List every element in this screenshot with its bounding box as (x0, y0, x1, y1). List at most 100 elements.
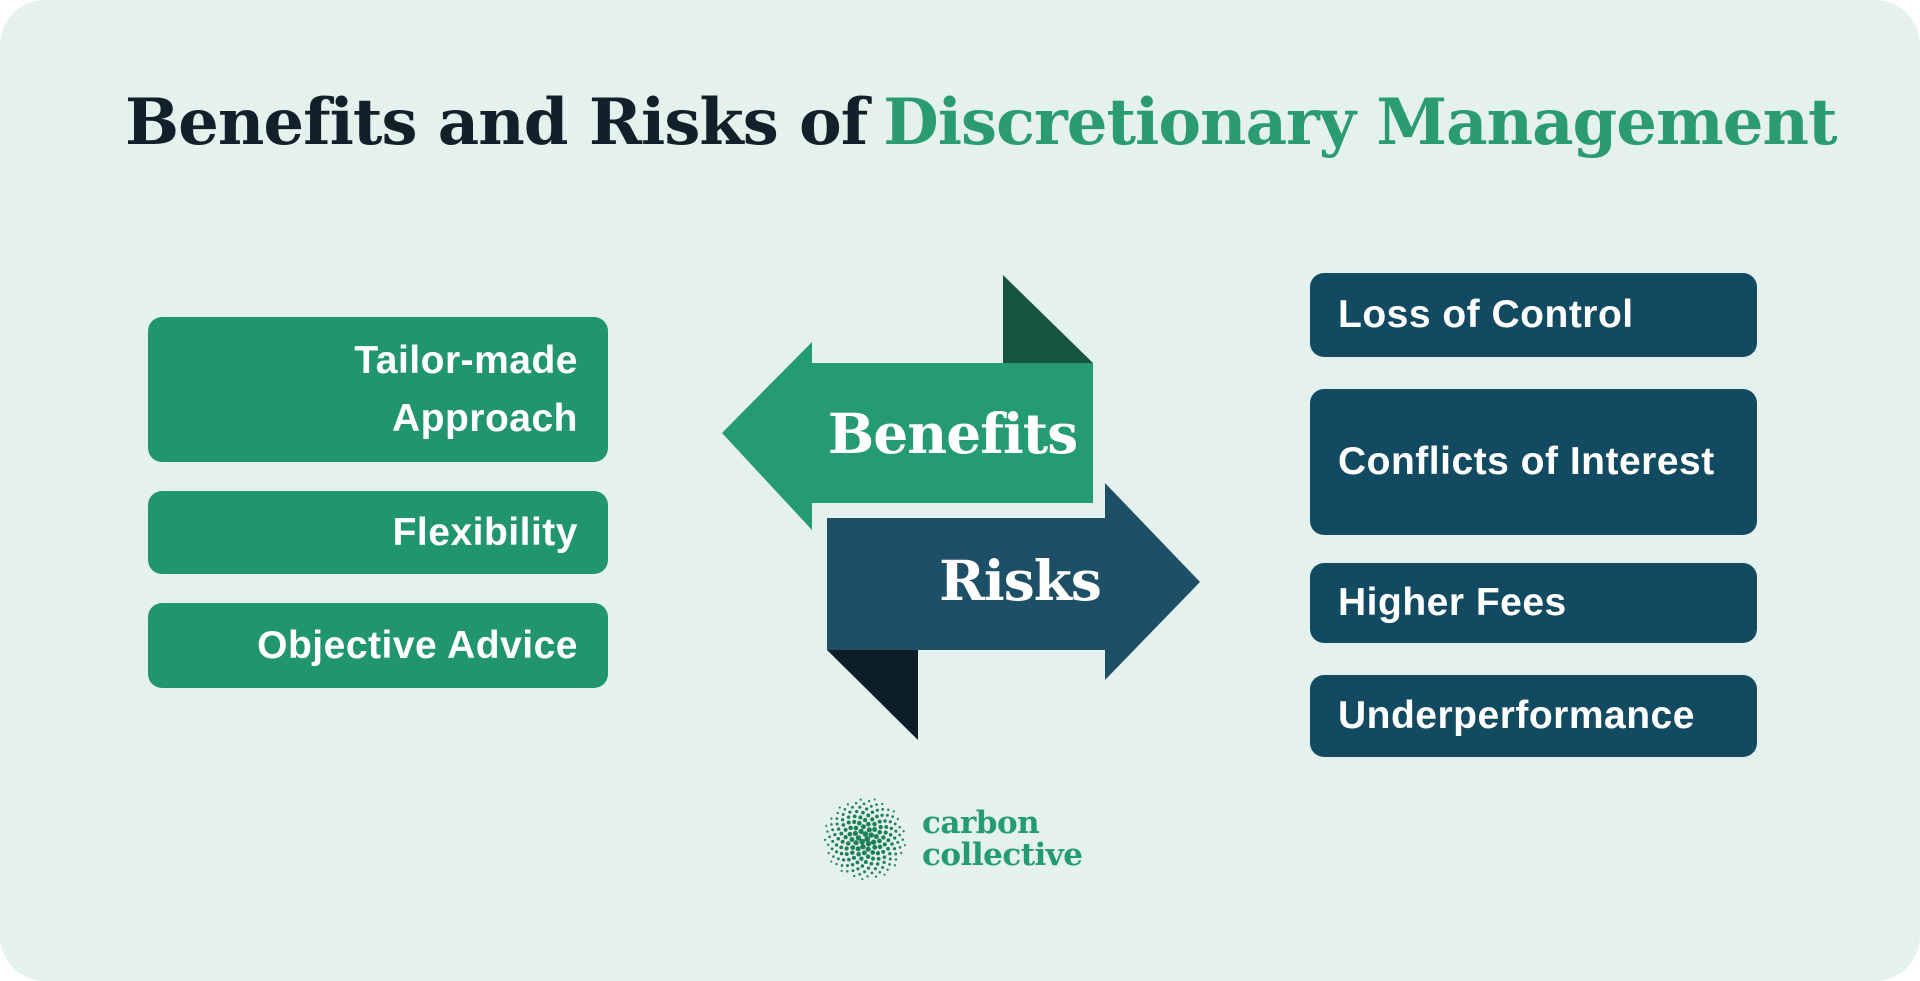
logo-dot (852, 814, 857, 819)
logo-dot (874, 875, 878, 878)
risk-box-loss-of-control: Loss of Control (1310, 273, 1757, 357)
risk-label: Loss of Control (1338, 293, 1634, 336)
logo-dot (840, 869, 843, 873)
benefit-label: Objective Advice (257, 623, 578, 667)
logo-dot (855, 860, 860, 865)
logo-dot (881, 866, 884, 869)
logo-dot (836, 836, 841, 841)
logo-dot (887, 808, 890, 812)
logo-dot (862, 831, 869, 837)
logo-dot (891, 815, 894, 818)
logo-dot (830, 847, 834, 851)
logo-dot (848, 810, 852, 814)
risk-label: Higher Fees (1338, 581, 1567, 624)
logo-dot (886, 846, 890, 851)
logo-dot (830, 817, 833, 820)
logo-dot (872, 844, 878, 850)
logo-dot (862, 817, 868, 823)
logo-dot (859, 856, 864, 861)
brand-logo-line1: carbon (922, 805, 1040, 841)
logo-dot (848, 825, 853, 831)
logo-dot (875, 851, 881, 856)
logo-dot (826, 843, 830, 847)
logo-dot (836, 857, 840, 861)
logo-dot (844, 846, 849, 851)
logo-dot (881, 835, 886, 840)
logo-dot (850, 850, 855, 855)
logo-dot (888, 863, 891, 866)
logo-dot (861, 850, 867, 856)
logo-dot (843, 827, 848, 832)
logo-dot (893, 822, 897, 826)
logo-dot (877, 819, 882, 824)
logo-dot (885, 813, 889, 817)
benefits-arrow-label: Benefits (827, 401, 1078, 466)
logo-dot (858, 815, 863, 820)
logo-dot (870, 850, 876, 855)
logo-dot (888, 852, 892, 856)
logo-dot (838, 806, 841, 809)
logo-dot (835, 817, 839, 820)
logo-dot (852, 830, 858, 836)
logo-dot (898, 833, 902, 837)
logo-dot (836, 827, 841, 831)
logo-dot (900, 851, 903, 855)
dotted-sphere-icon (824, 798, 906, 881)
logo-dot (884, 825, 889, 829)
brand-logo-line2: collective (922, 837, 1083, 873)
logo-dot (898, 846, 902, 849)
logo-dot (873, 867, 877, 871)
risk-label: Conflicts of Interest (1338, 440, 1715, 483)
logo-dot (872, 827, 878, 832)
logo-dot (853, 874, 856, 878)
logo-dot (840, 864, 844, 867)
logo-dot (902, 830, 905, 833)
logo-dot (873, 833, 879, 840)
logo-dot (845, 864, 849, 868)
logo-dot (893, 864, 897, 867)
logo-dot (851, 805, 854, 809)
logo-dot (875, 862, 880, 866)
logo-dot (858, 805, 862, 809)
logo-dot (847, 831, 853, 837)
benefits-fold-triangle (1003, 275, 1093, 363)
logo-dot (831, 828, 835, 832)
logo-dot (873, 798, 876, 801)
logo-dot (894, 852, 898, 856)
logo-dot (881, 808, 885, 811)
logo-dot (832, 855, 835, 858)
logo-dot (827, 852, 830, 855)
brand-logo: carbon collective (822, 796, 1083, 882)
risks-arrow-label: Risks (939, 548, 1102, 613)
logo-dot (831, 839, 835, 843)
logo-dot (864, 836, 871, 842)
logo-dot (869, 861, 874, 866)
logo-dot (865, 846, 871, 852)
logo-dot (856, 851, 861, 857)
logo-dot (841, 812, 845, 816)
risk-label: Underperformance (1338, 694, 1695, 737)
logo-dot (868, 832, 874, 838)
logo-dot (888, 857, 892, 861)
logo-dot (836, 811, 839, 815)
logo-dot (882, 855, 887, 859)
logo-dot (869, 804, 873, 808)
logo-dot (877, 844, 883, 850)
logo-dot (867, 800, 871, 803)
logo-dot (870, 817, 875, 822)
logo-dot (840, 839, 845, 844)
logo-dot (865, 807, 869, 811)
logo-dot (854, 809, 859, 814)
logo-dot (857, 820, 862, 826)
logo-dot (859, 838, 866, 845)
logo-dot (860, 844, 866, 850)
logo-dot (898, 825, 901, 829)
logo-dot (861, 810, 865, 815)
logo-dot (861, 878, 864, 881)
logo-dot (854, 801, 858, 805)
logo-dot (903, 844, 906, 847)
logo-dot (896, 817, 899, 821)
logo-dot (866, 813, 871, 818)
logo-dot (828, 835, 831, 839)
